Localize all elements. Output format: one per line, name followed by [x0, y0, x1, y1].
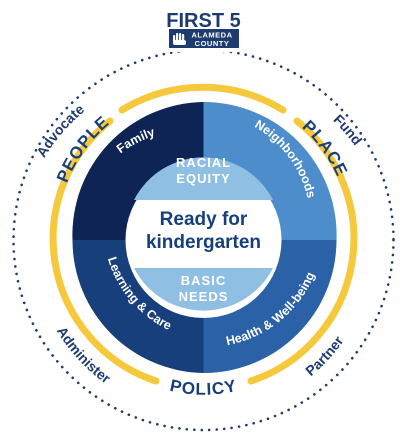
ring-segment-learning-care [72, 240, 204, 373]
first5-logo: FIRST 5 ALAMEDA COUNTY [156, 6, 251, 52]
ring-segment-family [72, 102, 204, 240]
logo-sub-line2: COUNTY [195, 39, 230, 48]
ring-segment-health-wellbeing [203, 240, 337, 373]
ready-for-kindergarten-line1: Ready for [160, 209, 248, 230]
yellow-ring-right [247, 117, 358, 385]
logo-title: FIRST 5 [166, 10, 240, 32]
outer-dotted-ring [12, 48, 395, 432]
label-fund: Fund [331, 111, 366, 148]
logo-sub-line1: ALAMEDA [192, 31, 233, 40]
basic-needs-cap [134, 268, 273, 311]
racial-equity-line1: RACIAL [176, 155, 231, 170]
ready-for-kindergarten-line2: kindergarten [146, 232, 261, 253]
racial-equity-cap [134, 157, 273, 200]
logo-badge [169, 29, 239, 48]
yellow-ring-top [118, 83, 287, 114]
basic-needs-line2: NEEDS [179, 289, 229, 304]
label-policy: POLICY [168, 376, 238, 399]
basic-needs-line1: BASIC [181, 273, 226, 288]
label-partner: Partner [302, 333, 346, 379]
racial-equity-line2: EQUITY [176, 171, 230, 186]
ring-segment-neighborhoods [203, 101, 337, 240]
hand-icon [173, 33, 186, 45]
yellow-ring-left [49, 117, 160, 385]
